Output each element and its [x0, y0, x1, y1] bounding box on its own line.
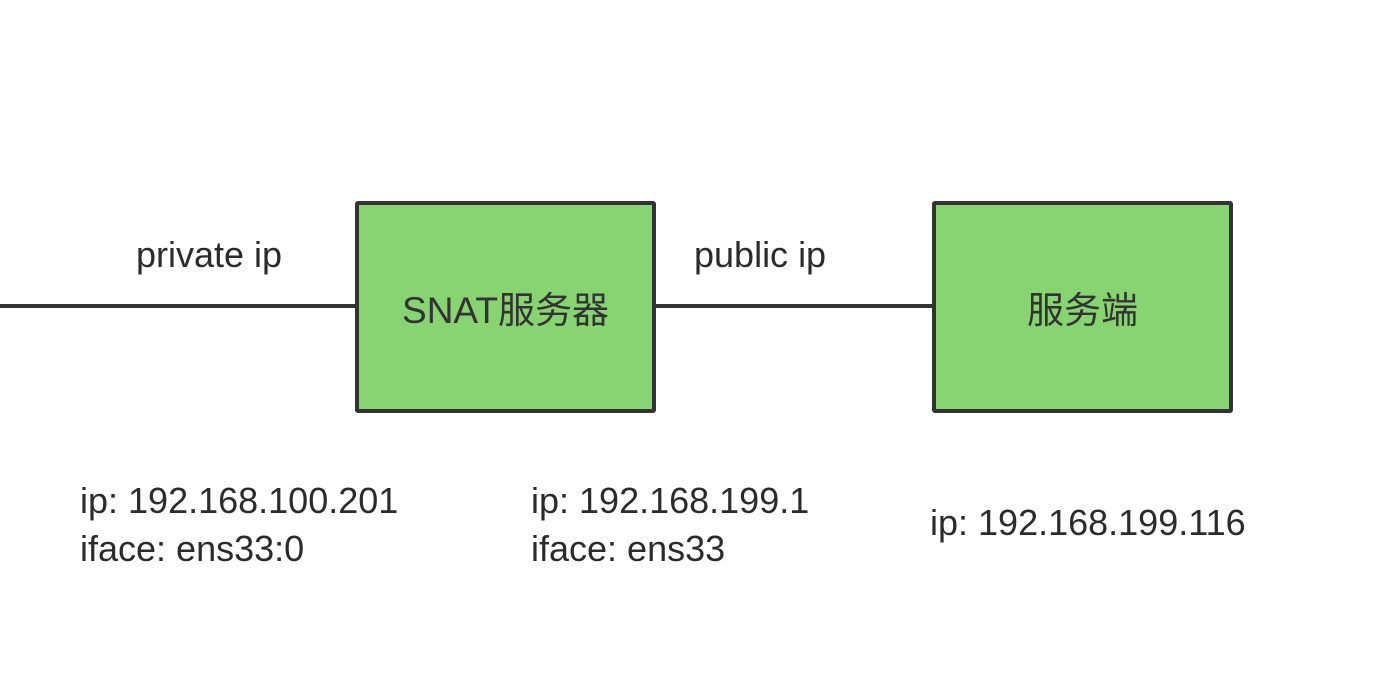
private-ip-label: private ip — [136, 234, 283, 275]
public-link-line — [655, 304, 934, 308]
snat-server-node: SNAT服务器 — [355, 201, 656, 413]
snat-iface-text: iface: ens33 — [531, 528, 726, 569]
client-info: ip: 192.168.100.201 iface: ens33:0 — [80, 477, 398, 573]
snat-server-label: SNAT服务器 — [402, 290, 609, 331]
server-label: 服务端 — [1027, 290, 1138, 331]
client-ip-text: ip: 192.168.100.201 — [80, 480, 399, 521]
server-node: 服务端 — [932, 201, 1233, 413]
server-ip-text: ip: 192.168.199.116 — [930, 502, 1246, 543]
private-link-line — [0, 304, 357, 308]
snat-info: ip: 192.168.199.1 iface: ens33 — [531, 477, 809, 573]
client-iface-text: iface: ens33:0 — [80, 528, 305, 569]
server-info: ip: 192.168.199.116 — [930, 499, 1246, 547]
snat-ip-text: ip: 192.168.199.1 — [531, 480, 810, 521]
public-ip-label: public ip — [694, 234, 827, 275]
